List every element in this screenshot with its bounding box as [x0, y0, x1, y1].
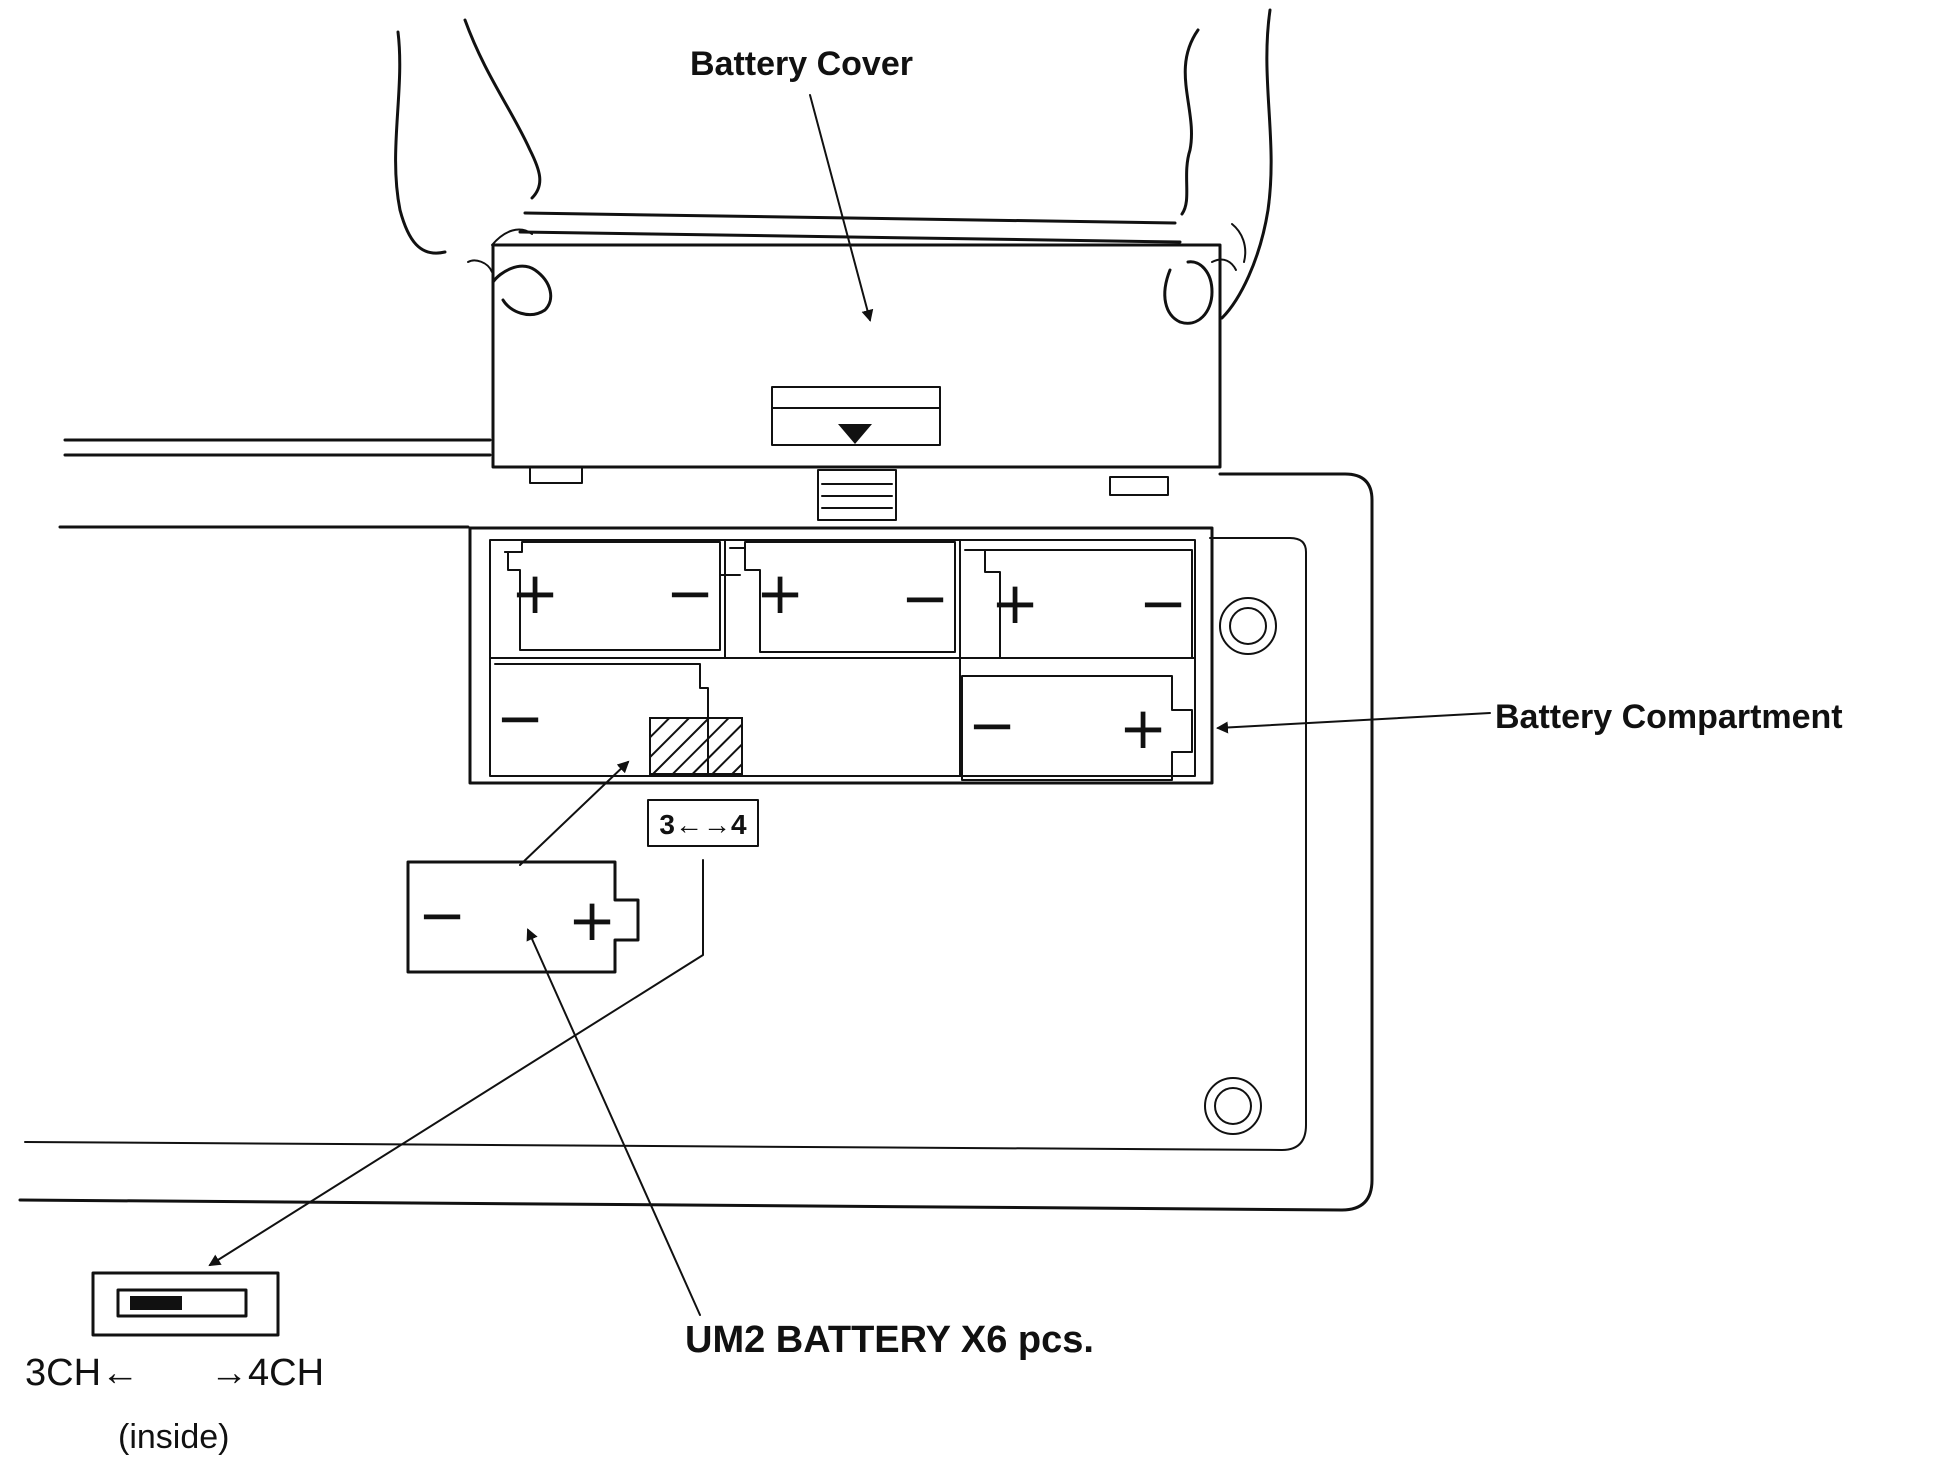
battery-slot-3 — [964, 549, 1193, 659]
insert-direction-arrow — [519, 760, 630, 866]
leader-lines — [208, 94, 1491, 1316]
minus-sign: − — [418, 881, 467, 949]
switch-marking: 3←→4 — [647, 799, 759, 847]
plus-sign: + — [756, 559, 805, 627]
switch-window — [649, 717, 743, 775]
screw-hole-bottom — [1204, 1077, 1262, 1135]
battery-spec-leader-arrow — [526, 928, 701, 1316]
switch-note-label: (inside) — [118, 1418, 229, 1456]
switch-left-label: 3CH← — [25, 1352, 139, 1394]
battery-compartment — [468, 526, 1214, 785]
switch-knob — [130, 1296, 182, 1310]
battery-slot-6 — [961, 675, 1193, 781]
switch-marking-label: 3←→4 — [659, 809, 747, 840]
plus-sign: + — [511, 559, 560, 627]
minus-sign: − — [496, 684, 545, 752]
device-body — [18, 438, 1374, 1212]
switch-detail-leader-arrow — [208, 859, 704, 1267]
minus-sign: − — [901, 564, 950, 632]
loose-battery: − + — [406, 860, 640, 974]
channel-switch-detail — [91, 1271, 280, 1337]
minus-sign: − — [968, 691, 1017, 759]
plus-sign: + — [568, 886, 617, 954]
right-hand-illustration — [1163, 8, 1273, 325]
screw-hole-top — [1219, 597, 1277, 655]
switch-right-label: →4CH — [210, 1352, 324, 1394]
plus-sign: + — [991, 569, 1040, 637]
left-hand-illustration — [394, 18, 553, 316]
cover-leader-arrow — [809, 94, 874, 322]
minus-sign: − — [1139, 569, 1188, 637]
plus-sign: + — [1119, 694, 1168, 762]
release-arrow-icon — [838, 424, 872, 444]
battery-slot-1 — [504, 541, 741, 651]
battery-cover — [491, 211, 1222, 521]
compartment-leader-arrow — [1216, 712, 1491, 734]
battery-compartment-label: Battery Compartment — [1495, 698, 1843, 736]
battery-spec-label: UM2 BATTERY X6 pcs. — [685, 1319, 1094, 1361]
battery-slot-2 — [729, 541, 956, 653]
minus-sign: − — [666, 559, 715, 627]
battery-cover-label: Battery Cover — [690, 45, 913, 83]
